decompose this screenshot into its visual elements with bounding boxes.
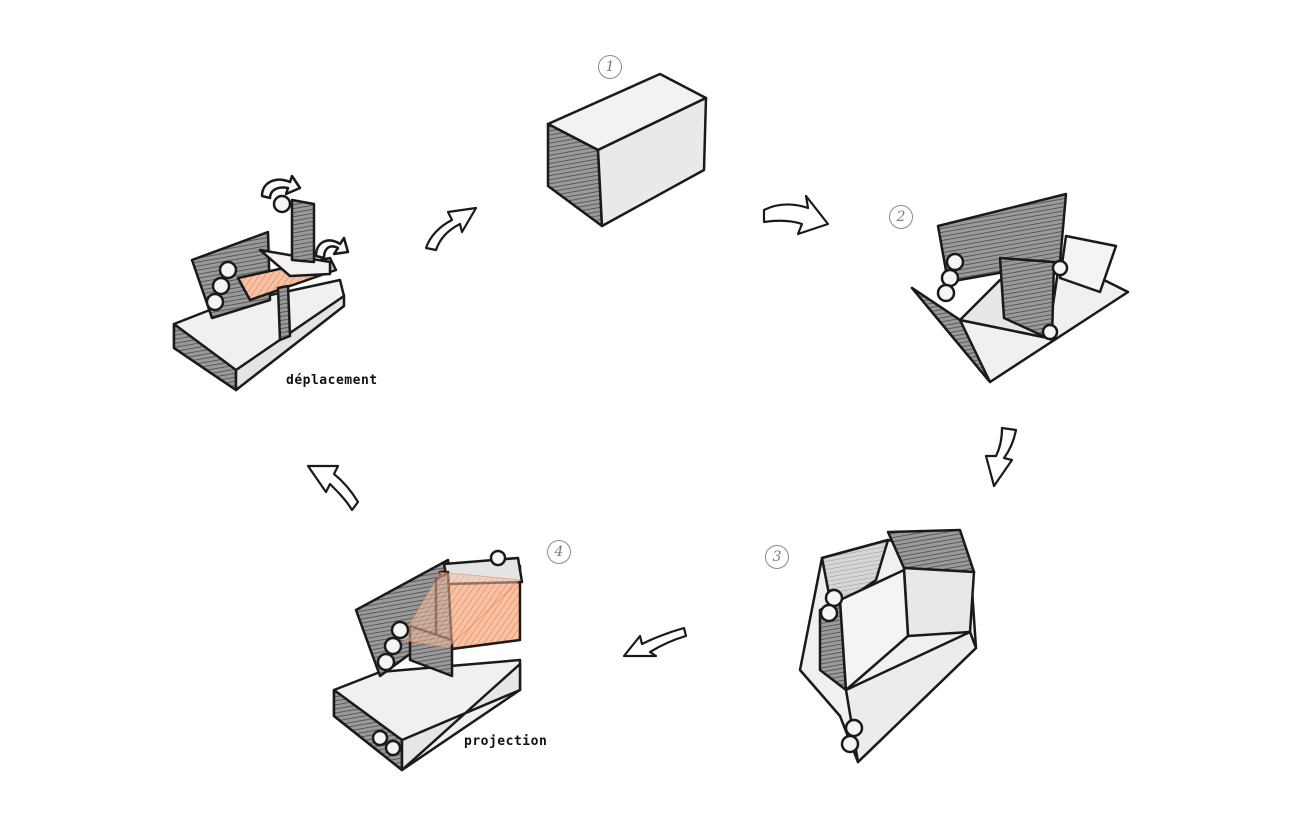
rotate-arrow-icon [314,236,350,260]
step-2-opening-box [910,192,1130,384]
flow-arrow-icon [984,426,1018,488]
flow-arrow-icon [762,194,830,236]
step-number-2: 2 [889,205,913,229]
step-4-projection-structure [332,549,524,772]
step-number-1: 1 [598,55,622,79]
step-number-4: 4 [547,540,571,564]
caption-projection: projection [464,734,548,749]
flow-arrow-icon [622,626,688,658]
rotate-arrow-icon [260,174,302,200]
flow-arrow-icon [424,206,478,252]
deplacement-structure [172,174,350,392]
step-number-3: 3 [765,545,789,569]
flow-arrow-icon [306,464,360,512]
caption-deplacement: déplacement [286,373,378,388]
step-3-unfolded-structure [798,528,978,764]
step-1-closed-box [546,72,708,228]
